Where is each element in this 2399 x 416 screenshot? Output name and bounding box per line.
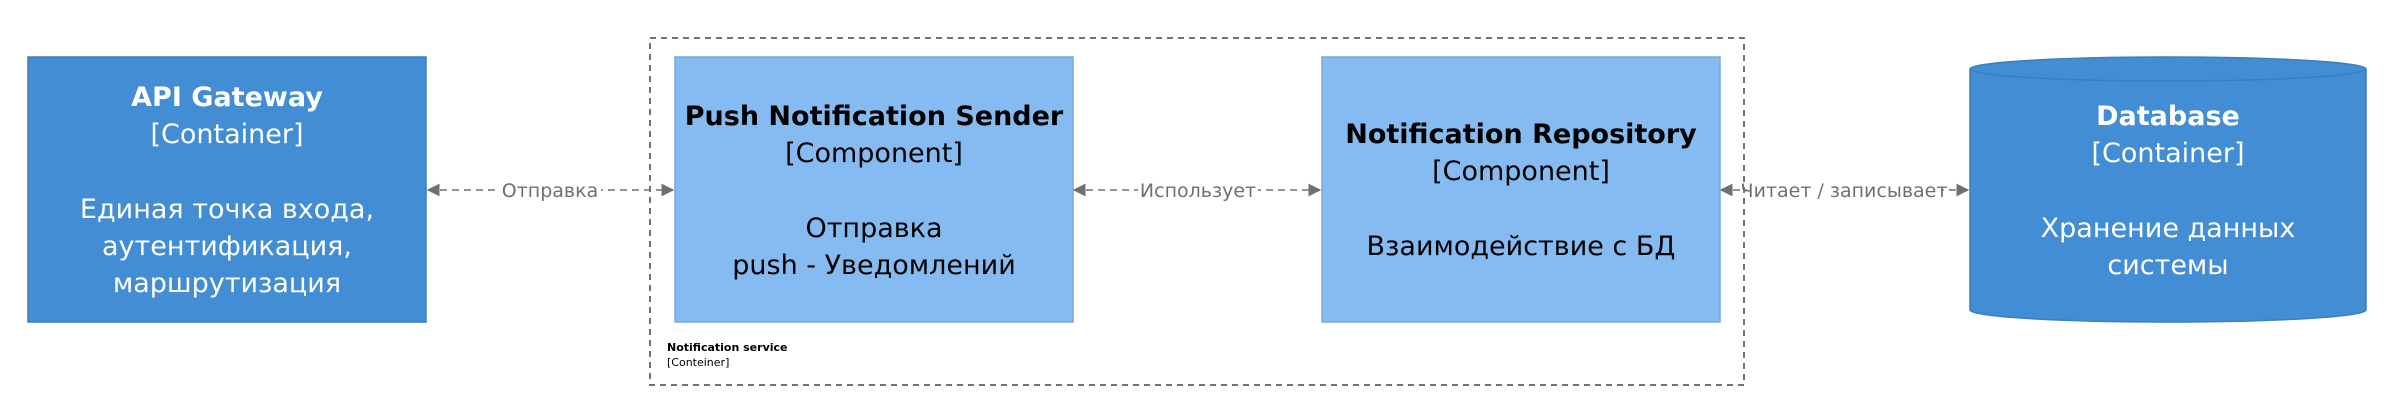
api-gateway-container[interactable]: API Gateway [Container] Единая точка вхо…	[27, 56, 427, 323]
edge-label-chitaet-zapisyvaet: Читает / записывает	[1741, 180, 1948, 202]
database-desc-line: системы	[2107, 250, 2228, 281]
edge-label-ispolzuet: Использует	[1140, 180, 1256, 202]
push-sender-desc-line: Отправка	[805, 213, 942, 244]
push-sender-title: Push Notification Sender	[685, 101, 1064, 132]
api-gateway-desc-line: маршрутизация	[113, 268, 341, 299]
api-gateway-desc-line: Единая точка входа,	[80, 194, 374, 225]
api-gateway-title: API Gateway	[131, 82, 323, 113]
notification-service-boundary: Notification service [Conteiner]	[649, 37, 1745, 386]
edge-sender-repository: Использует	[1072, 176, 1322, 204]
api-gateway-desc-line: аутентификация,	[102, 231, 352, 262]
api-gateway-type: [Container]	[150, 119, 303, 150]
boundary-title: Notification service	[667, 341, 788, 354]
database-title: Database	[2096, 101, 2240, 132]
boundary-type: [Conteiner]	[667, 356, 729, 369]
edge-repository-database: Читает / записывает	[1719, 176, 1970, 204]
push-notification-sender-component[interactable]: Push Notification Sender [Component] Отп…	[674, 56, 1074, 323]
repository-desc-line: Взаимодействие с БД	[1367, 231, 1676, 262]
database-container[interactable]: Database [Container] Хранение данных сис…	[1969, 56, 2367, 323]
repository-title: Notification Repository	[1345, 119, 1697, 150]
edge-label-otpravka: Отправка	[502, 180, 598, 202]
edge-gateway-sender: Отправка	[426, 176, 675, 204]
database-type: [Container]	[2091, 138, 2244, 169]
push-sender-desc-line: push - Уведомлений	[732, 250, 1016, 281]
notification-repository-component[interactable]: Notification Repository [Component] Взаи…	[1321, 56, 1721, 323]
database-desc-line: Хранение данных	[2041, 213, 2296, 244]
repository-type: [Component]	[1432, 156, 1610, 187]
push-sender-type: [Component]	[785, 138, 963, 169]
